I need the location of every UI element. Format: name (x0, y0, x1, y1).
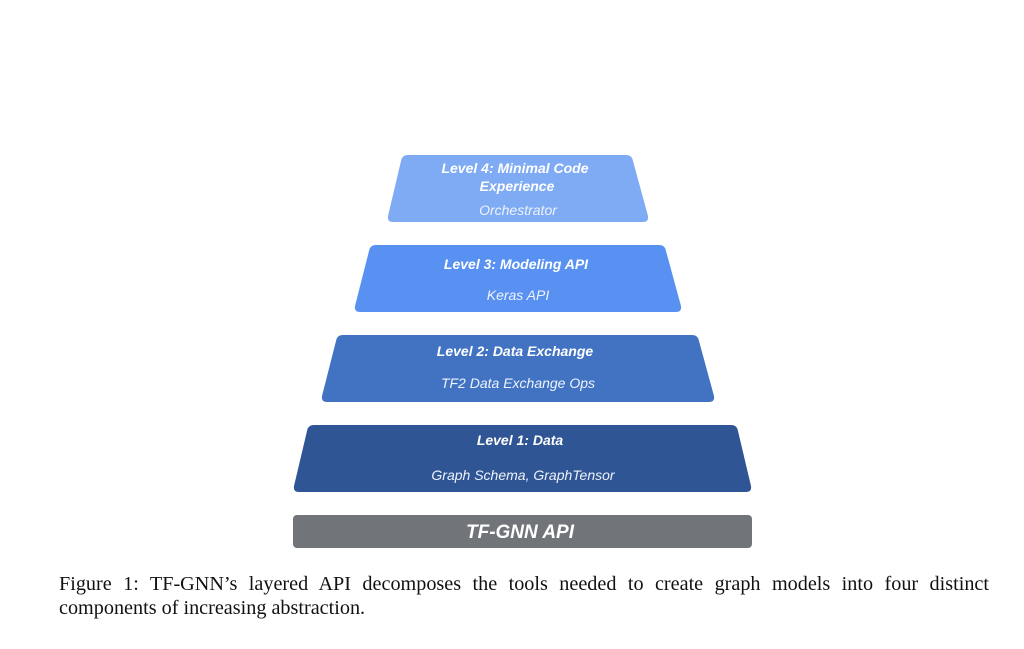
level-3-title: Level 3: Modeling API (444, 256, 589, 272)
level-3-subtitle: Keras API (487, 287, 550, 303)
tf-gnn-api-bar (293, 515, 752, 548)
tf-gnn-api-base: TF-GNN API (293, 515, 752, 548)
level-2-block: Level 2: Data Exchange TF2 Data Exchange… (321, 335, 715, 402)
level-4-subtitle: Orchestrator (479, 202, 558, 218)
tf-gnn-api-label: TF-GNN API (466, 522, 575, 543)
level-4-title-line-2: Experience (480, 178, 555, 194)
level-4-block: Level 4: Minimal Code Experience Orchest… (387, 155, 649, 222)
level-4-trapezoid (387, 155, 649, 222)
level-3-trapezoid (354, 245, 682, 312)
level-1-title: Level 1: Data (477, 432, 564, 448)
level-1-block: Level 1: Data Graph Schema, GraphTensor (293, 425, 752, 492)
level-1-subtitle: Graph Schema, GraphTensor (431, 467, 615, 483)
level-2-subtitle: TF2 Data Exchange Ops (441, 375, 595, 391)
level-2-trapezoid (321, 335, 715, 402)
level-3-block: Level 3: Modeling API Keras API (354, 245, 682, 312)
layered-api-diagram: Level 4: Minimal Code Experience Orchest… (293, 155, 752, 548)
level-1-trapezoid (293, 425, 752, 492)
level-2-title: Level 2: Data Exchange (437, 343, 594, 359)
level-4-title-line-1: Level 4: Minimal Code (441, 160, 588, 176)
figure-caption: Figure 1: TF-GNN’s layered API decompose… (59, 573, 989, 619)
